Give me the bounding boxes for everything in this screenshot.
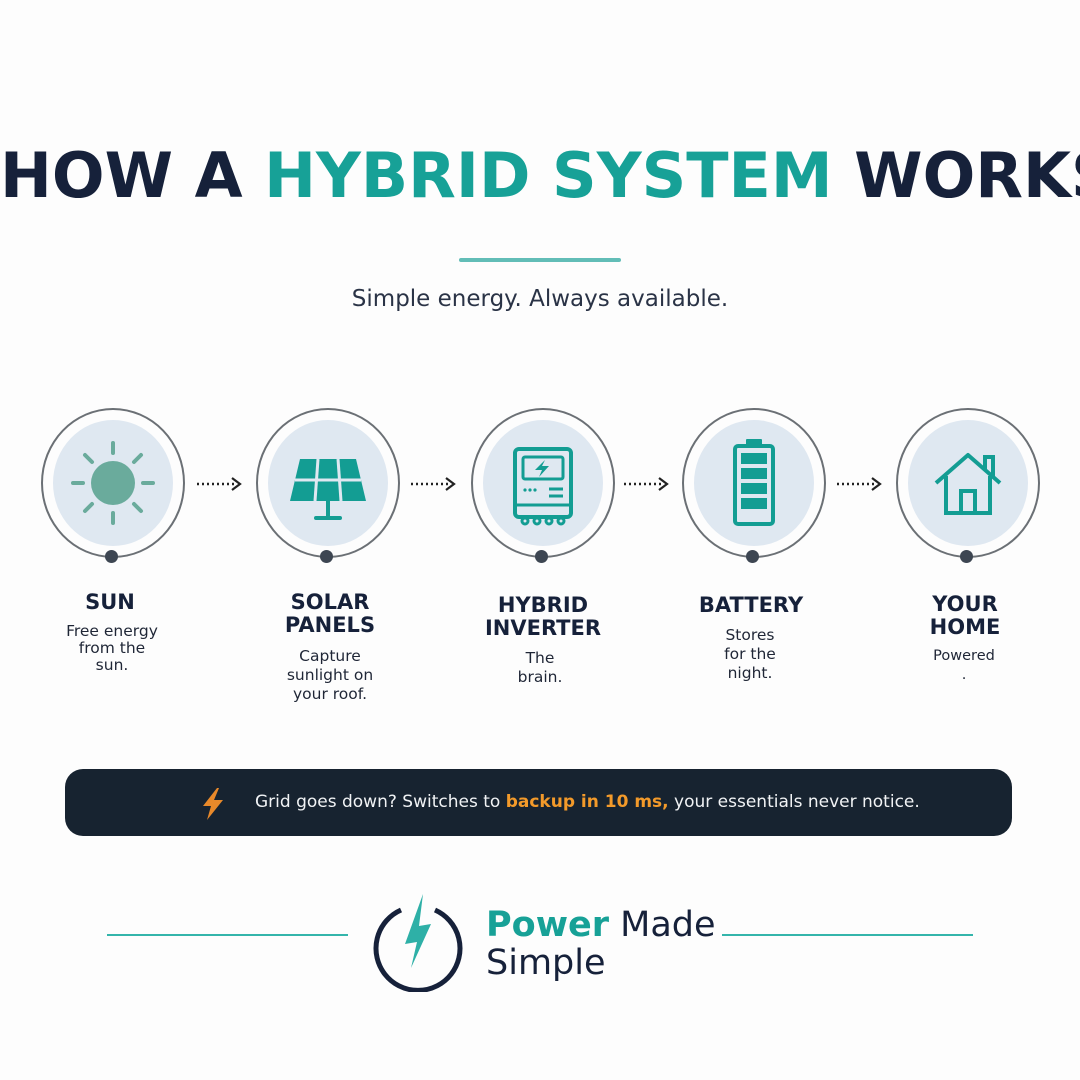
step-inverter-circle — [471, 408, 615, 563]
inverter-icon — [513, 447, 573, 526]
title-part1: HOW A — [0, 139, 265, 212]
title-divider — [459, 258, 621, 262]
step-battery-circle — [682, 408, 826, 563]
brand-word-power: Power — [486, 905, 610, 945]
step-dot — [746, 550, 759, 563]
footer-divider-left — [107, 934, 348, 936]
step-solar-circle — [256, 408, 400, 563]
subtitle: Simple energy. Always available. — [351, 286, 729, 312]
title-accent: HYBRID SYSTEM — [264, 139, 833, 212]
step-desc-inverter: The brain. — [517, 649, 563, 686]
step-desc-sun: Free energy from the sun. — [66, 622, 158, 674]
arrow-right-icon — [197, 477, 242, 491]
step-label-solar: SOLAR PANELS — [284, 590, 376, 637]
step-sun-circle — [41, 408, 185, 563]
brand-wordmark: Power Made Simple — [486, 905, 716, 983]
backup-banner: Grid goes down? Switches to backup in 10… — [65, 769, 1012, 836]
sun-icon — [71, 441, 155, 525]
step-dot — [960, 550, 973, 563]
step-label-home: YOUR HOME — [929, 592, 1001, 639]
arrow-right-icon — [411, 477, 456, 491]
step-label-inverter: HYBRID INVERTER — [484, 593, 602, 640]
step-ring-fill — [483, 420, 603, 546]
step-desc-solar: Capture sunlight on your roof. — [286, 647, 374, 703]
footer-divider-right — [722, 934, 973, 936]
step-ring-fill — [908, 420, 1028, 546]
arrow-right-icon — [624, 477, 669, 491]
power-logo-icon — [373, 894, 463, 992]
lightning-icon — [203, 788, 223, 820]
banner-text: Grid goes down? Switches to backup in 10… — [255, 792, 920, 812]
battery-icon — [733, 439, 775, 526]
step-home-circle — [896, 408, 1040, 563]
step-dot — [105, 550, 118, 563]
step-desc-home: Powered . — [933, 648, 995, 683]
step-label-battery: BATTERY — [698, 593, 804, 617]
banner-highlight: backup in 10 ms, — [505, 792, 669, 812]
step-dot — [320, 550, 333, 563]
solar-panel-icon — [290, 458, 366, 520]
house-icon — [934, 453, 1002, 515]
arrow-right-icon — [837, 477, 882, 491]
step-desc-battery: Stores for the night. — [724, 626, 776, 682]
step-dot — [535, 550, 548, 563]
step-label-sun: SUN — [85, 590, 135, 614]
